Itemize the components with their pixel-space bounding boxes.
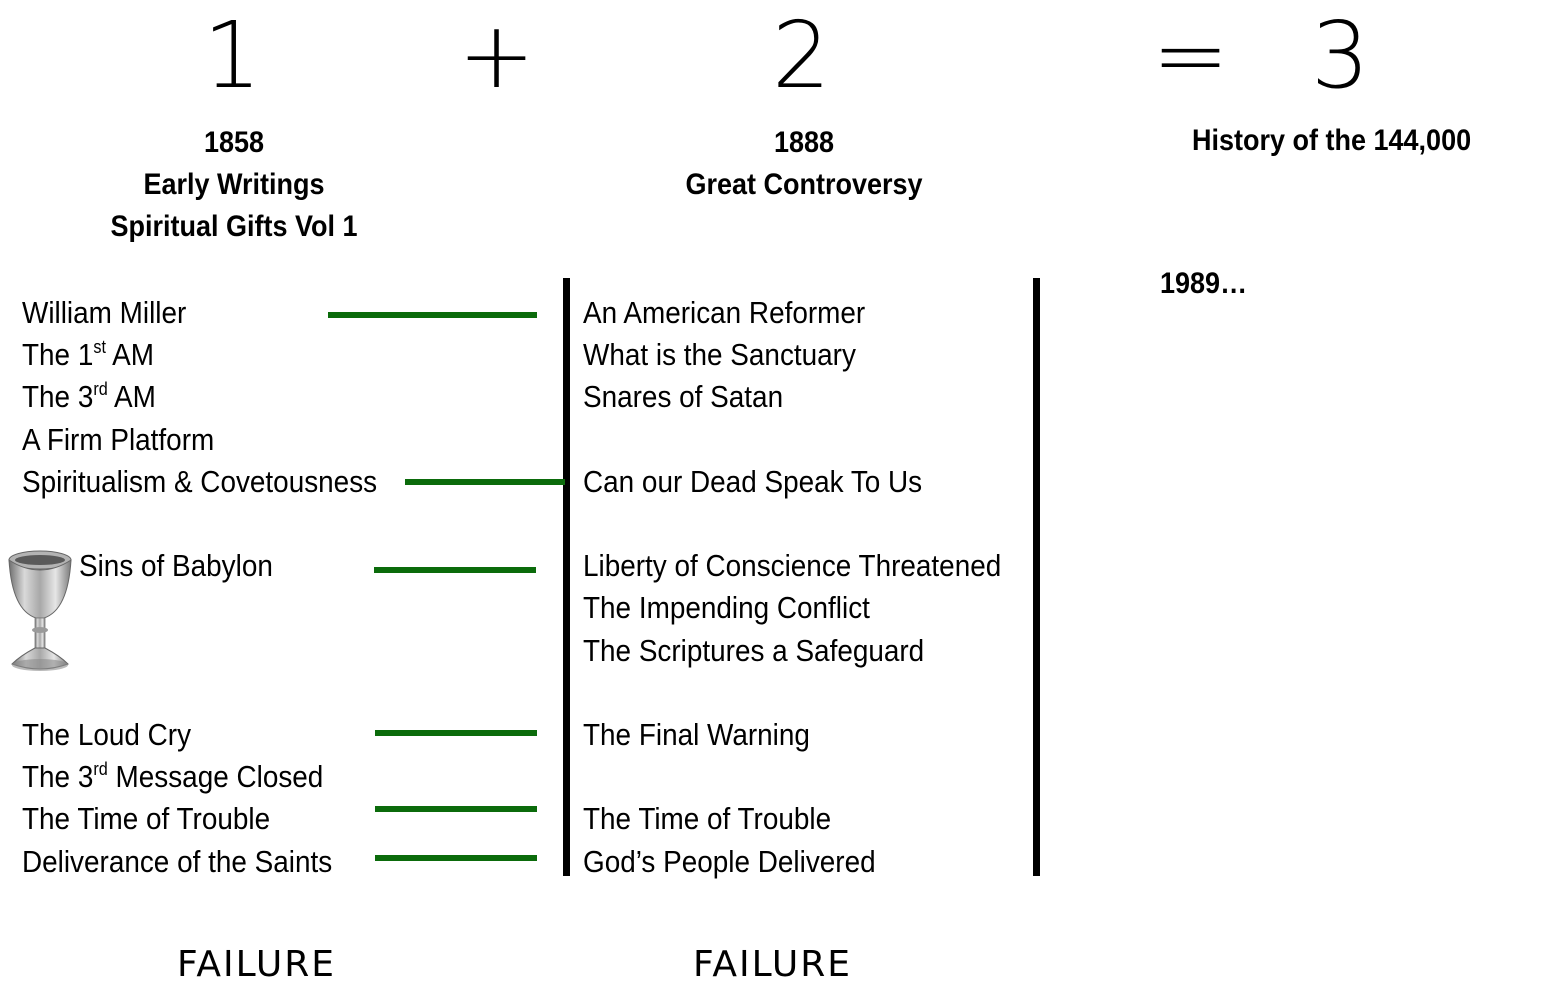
equation-plus-sign: + xyxy=(458,2,536,109)
right-list-item: God’s People Delivered xyxy=(583,843,876,879)
connector-line xyxy=(405,479,565,485)
right-list-item: The Final Warning xyxy=(583,717,810,752)
left-list-item: A Firm Platform xyxy=(22,419,214,461)
left-list-item-ordinal-suffix: st xyxy=(93,337,106,358)
left-list-item: The 3rd Message Closed xyxy=(22,756,323,798)
chalice-icon xyxy=(8,550,72,671)
left-list-item-text: William Miller xyxy=(22,295,187,330)
left-list-item: Spiritualism & Covetousness xyxy=(22,461,377,503)
right-list-item: The Scriptures a Safeguard xyxy=(583,632,925,668)
left-list-item-text: The Time of Trouble xyxy=(22,801,271,837)
left-list-item: The 3rd AM xyxy=(22,376,156,418)
left-list-item-text: The 1 xyxy=(22,337,94,373)
left-list-item-text: The 3 xyxy=(22,759,94,795)
connector-line xyxy=(375,730,537,736)
left-list-item-text: The Loud Cry xyxy=(22,717,192,752)
right-list-item: The Time of Trouble xyxy=(583,801,832,837)
failure-label-column-2: FAILURE xyxy=(693,944,853,985)
connector-line xyxy=(375,855,537,861)
left-list-item-ordinal-suffix: rd xyxy=(93,379,108,400)
header-column-3: History of the 144,000 xyxy=(1192,120,1512,162)
right-list-item: The Impending Conflict xyxy=(583,590,870,626)
right-list-item: An American Reformer xyxy=(583,295,866,330)
left-list-item: Deliverance of the Saints xyxy=(22,841,332,883)
left-list-item-text-rest: AM xyxy=(107,379,156,415)
right-list-item: What is the Sanctuary xyxy=(583,337,856,373)
left-list-item: Sins of Babylon xyxy=(79,545,273,587)
left-list-item-text-rest: AM xyxy=(105,337,155,373)
header-column-2-year: 1888 xyxy=(773,126,835,159)
left-list-item: William Miller xyxy=(22,292,186,334)
connector-line xyxy=(374,567,536,573)
header-column-1-book: Early Writings xyxy=(143,168,325,201)
header-column-1: 1858 Early Writings Spiritual Gifts Vol … xyxy=(90,122,378,248)
equation-term-2: 2 xyxy=(772,2,831,109)
equation-equals-sign: = xyxy=(1152,2,1230,109)
column-3-note: 1989… xyxy=(1160,267,1248,300)
left-list-item-text: A Firm Platform xyxy=(22,421,215,457)
left-list-item-text: The 3 xyxy=(22,379,94,415)
connector-line xyxy=(375,806,537,812)
header-column-1-volume: Spiritual Gifts Vol 1 xyxy=(110,210,358,243)
left-list-item-ordinal-suffix: rd xyxy=(93,759,108,780)
left-list-item-text: Spiritualism & Covetousness xyxy=(22,463,378,499)
equation-term-1: 1 xyxy=(203,2,262,109)
left-list-item-text-rest: Message Closed xyxy=(107,759,324,795)
divider-line-left xyxy=(563,278,570,876)
left-list-item: The Time of Trouble xyxy=(22,798,270,840)
failure-label-column-1: FAILURE xyxy=(177,944,337,985)
header-column-1-year: 1858 xyxy=(203,126,265,159)
header-column-3-title: History of the 144,000 xyxy=(1192,124,1472,157)
right-list-item: Can our Dead Speak To Us xyxy=(583,463,923,499)
equation-result-3: 3 xyxy=(1311,2,1370,109)
header-column-2-book: Great Controversy xyxy=(685,168,923,201)
right-list-item: Snares of Satan xyxy=(583,379,784,415)
left-list-item: The 1st AM xyxy=(22,334,154,376)
left-list-item-text: Sins of Babylon xyxy=(78,548,273,584)
header-column-2: 1888 Great Controversy xyxy=(651,122,957,206)
divider-line-right xyxy=(1033,278,1040,876)
connector-line xyxy=(328,312,537,318)
left-list-item-text: Deliverance of the Saints xyxy=(22,843,333,879)
left-list-item: The Loud Cry xyxy=(22,714,191,756)
right-list-item: Liberty of Conscience Threatened xyxy=(583,548,1002,584)
